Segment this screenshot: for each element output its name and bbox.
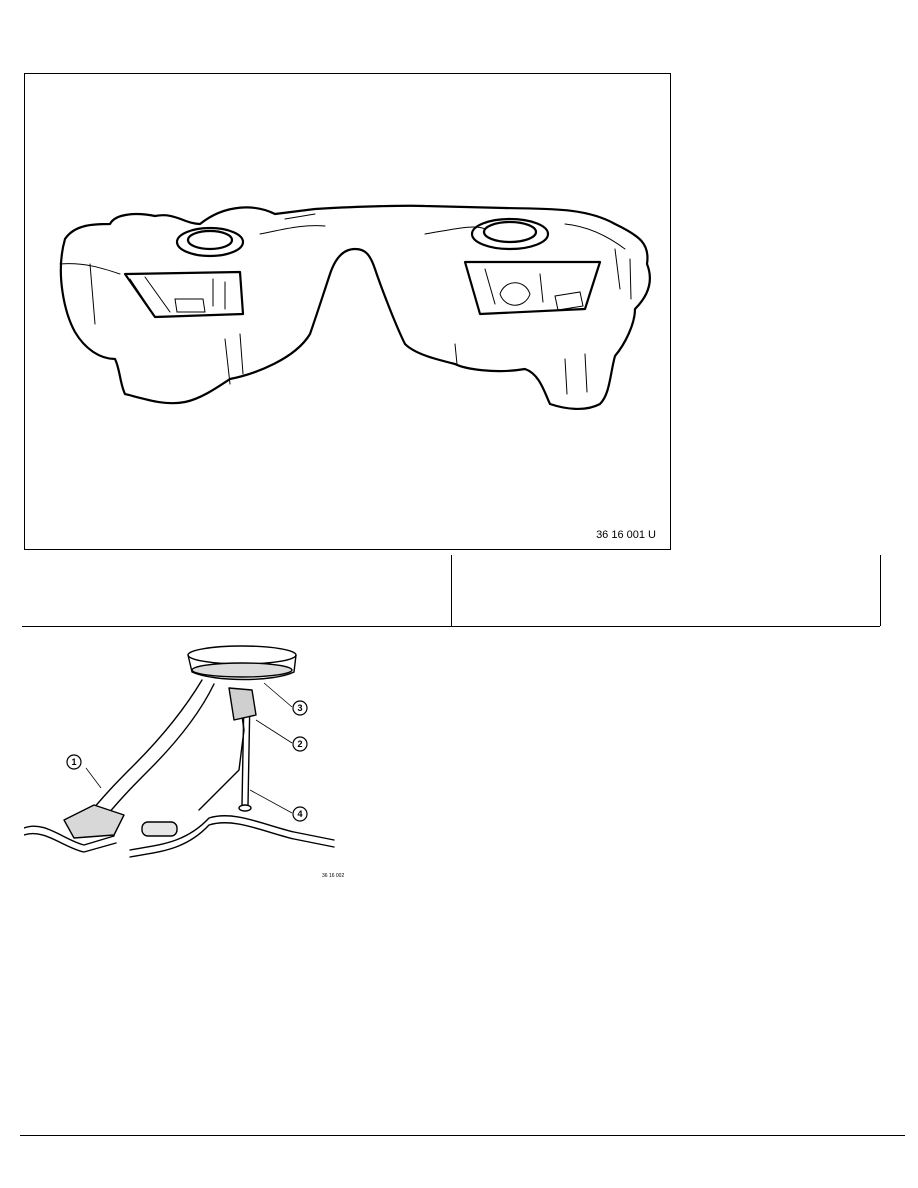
- fuel-tank-drawing: [59, 204, 651, 410]
- fuel-pump-figure: 1 2 3 4: [23, 640, 344, 880]
- fuel-tank-figure: 36 16 001 U: [24, 73, 671, 550]
- table-column-divider: [451, 555, 452, 626]
- callout-2: 2: [297, 739, 302, 749]
- table-row-rule: [22, 626, 880, 627]
- callout-3: 3: [297, 703, 302, 713]
- figure-code: 36 16 001 U: [596, 529, 656, 541]
- table-right-border: [880, 555, 881, 626]
- callouts: 1 2 3 4: [66, 700, 308, 822]
- figure-code-small: 36 16 002: [322, 873, 345, 879]
- fuel-pump-drawing: 1 2 3 4: [23, 645, 335, 858]
- callout-1: 1: [71, 757, 76, 767]
- footer-rule: [20, 1135, 905, 1136]
- callout-4: 4: [297, 809, 302, 819]
